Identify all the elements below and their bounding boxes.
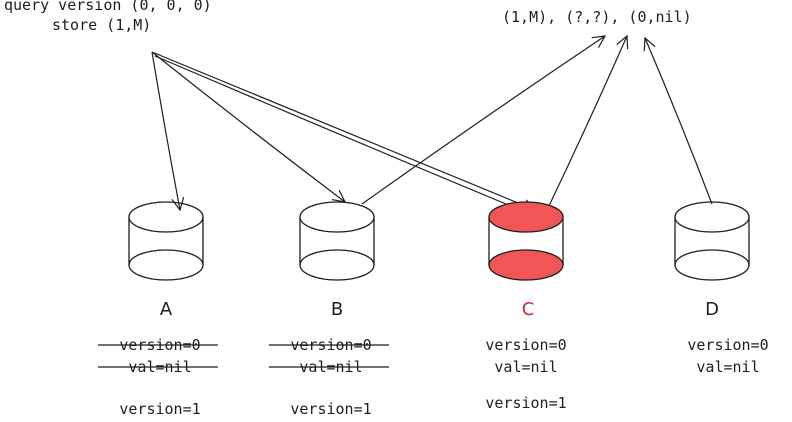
arrow-query-to-c: [151, 51, 535, 210]
arrow-query-to-b: [151, 51, 345, 202]
node-label: D: [705, 299, 719, 320]
cylinder-bottom: [299, 249, 375, 281]
query-line-2: store (1,M): [52, 16, 151, 34]
new-version-text: version=1: [485, 394, 566, 412]
result-line: (1,M), (?,?), (0,nil): [502, 8, 692, 26]
arrow-query-to-c-2: [154, 55, 531, 215]
cylinder-top: [128, 201, 204, 233]
arrows: [151, 36, 713, 215]
node-label: C: [522, 299, 535, 320]
arrow-query-to-a: [151, 51, 180, 210]
new-version-text: version=1: [290, 400, 371, 418]
arrow-d-to-result: [645, 38, 713, 205]
cylinder-bottom: [488, 249, 564, 281]
database-cylinder-icon: [674, 217, 750, 265]
old-val-text: val=nil: [494, 358, 557, 376]
database-cylinder-icon: [488, 217, 564, 265]
node-label: B: [331, 299, 343, 320]
database-cylinder-icon: [299, 217, 375, 265]
cylinder-top: [488, 201, 564, 233]
query-line-1: query version (0, 0, 0): [4, 0, 212, 14]
cylinder-bottom: [674, 249, 750, 281]
cylinder-top: [674, 201, 750, 233]
arrow-c-to-result: [547, 36, 627, 209]
old-version-text: version=0: [485, 336, 566, 354]
arrow-b-to-result: [361, 36, 605, 205]
old-val-text: val=nil: [696, 358, 759, 376]
database-cylinder-icon: [128, 217, 204, 265]
cylinder-bottom: [128, 249, 204, 281]
old-version-text: version=0: [687, 336, 768, 354]
new-version-text: version=1: [119, 400, 200, 418]
node-label: A: [160, 299, 173, 320]
cylinder-top: [299, 201, 375, 233]
